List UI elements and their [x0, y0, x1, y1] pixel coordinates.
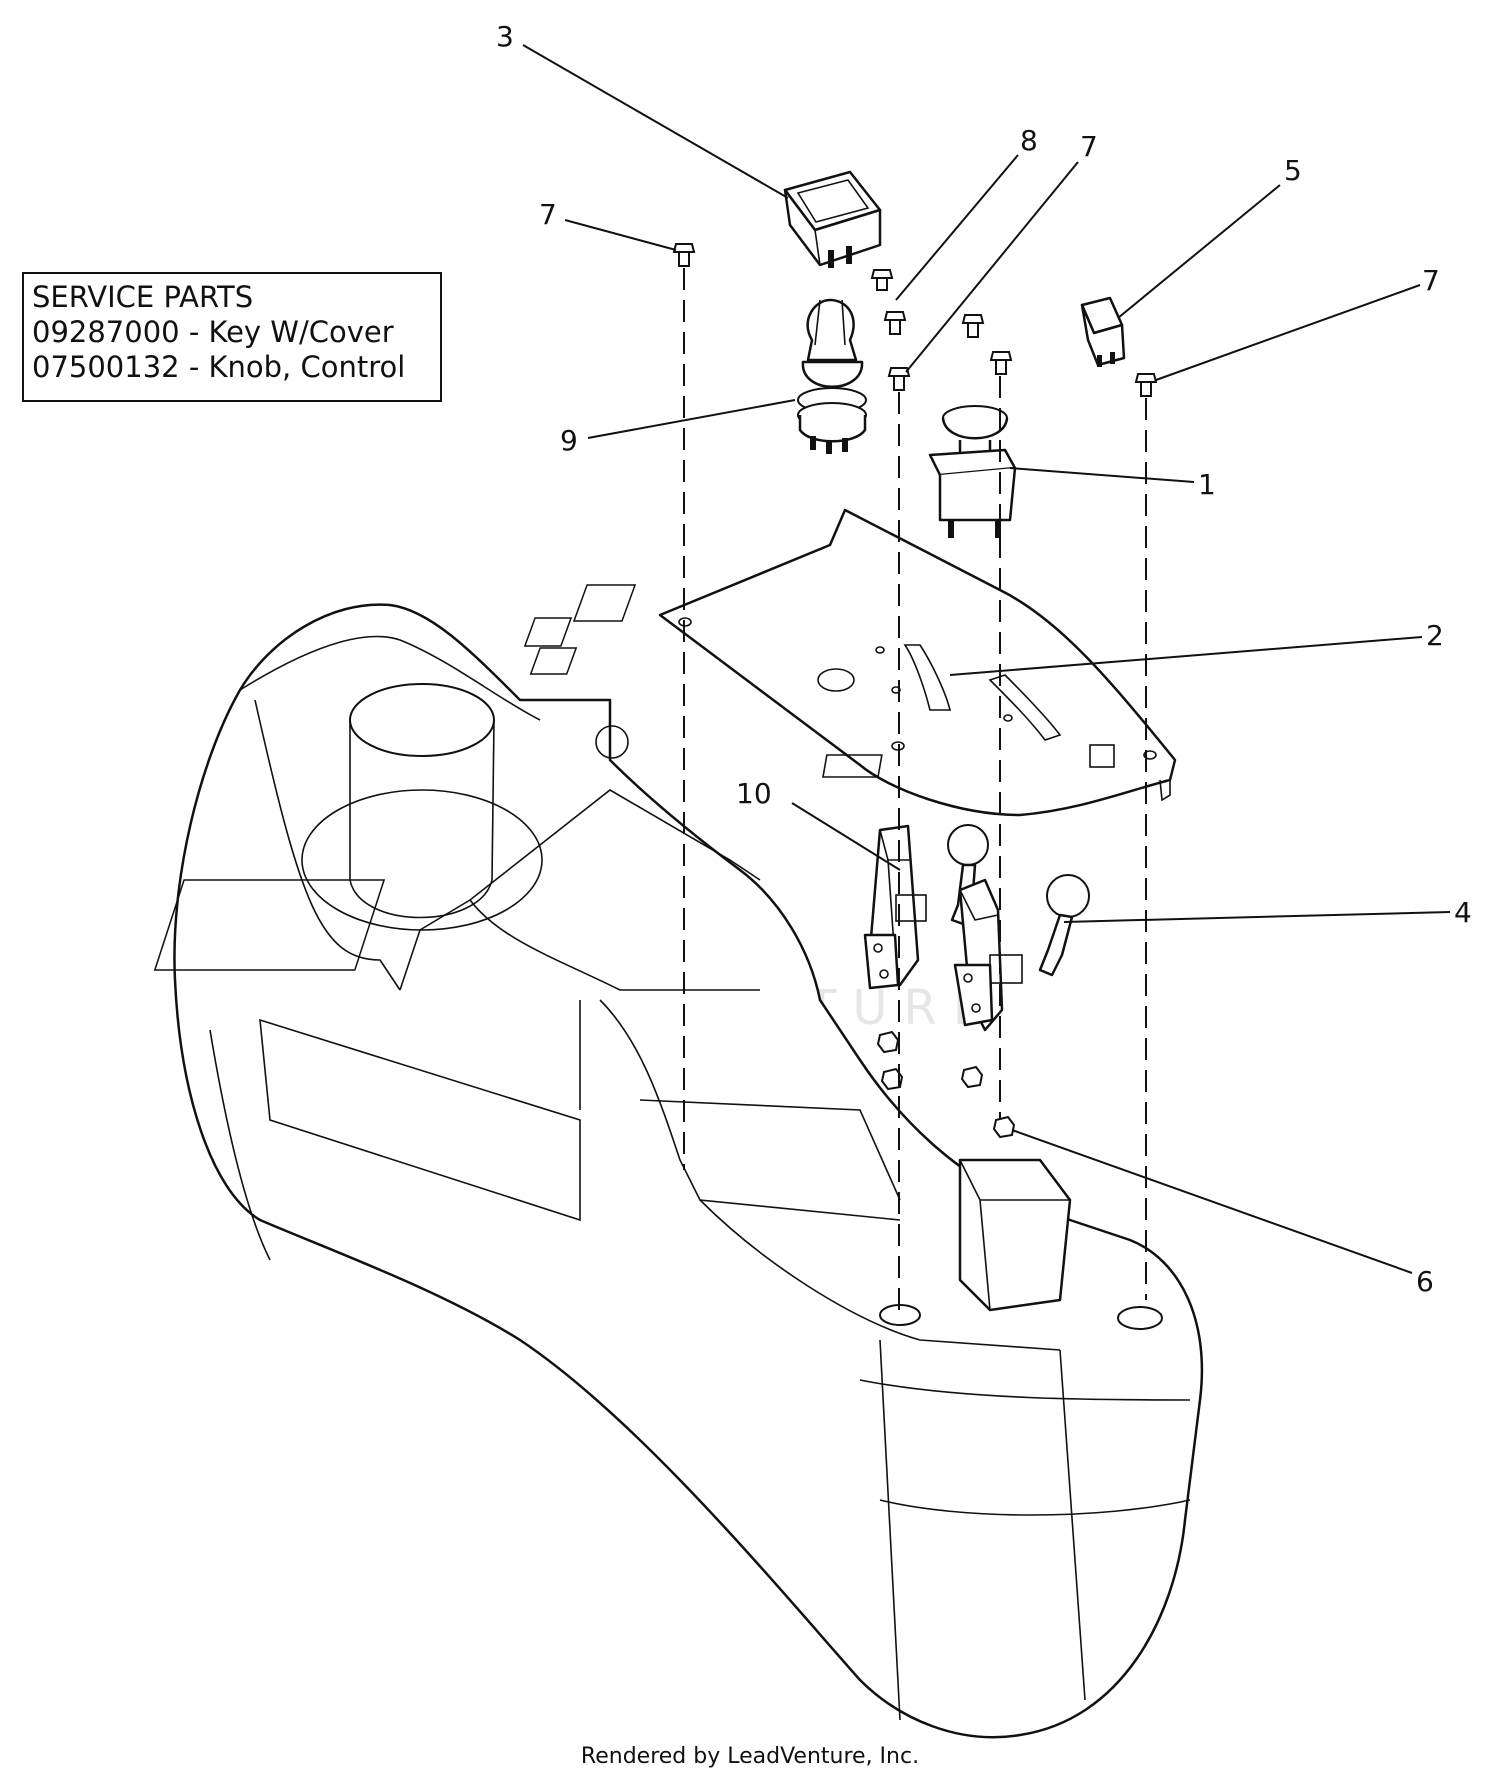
screw-8: [883, 311, 907, 335]
screw-upper-b: [961, 314, 985, 338]
callout-8: 8: [1020, 124, 1038, 157]
callout-6: 6: [1416, 1265, 1434, 1298]
callout-labels: 3 7 8 7 5 7 9 1 2 10 4 6: [496, 20, 1472, 1298]
screws: [672, 243, 1158, 397]
console-housing: [153, 603, 1204, 1739]
callout-7-right: 7: [1422, 264, 1440, 297]
service-part-line-2: 07500132 - Knob, Control: [32, 350, 406, 384]
part-4-control-lever: [953, 874, 1090, 1032]
callout-10: 10: [736, 777, 772, 810]
service-parts-box: SERVICE PARTS 09287000 - Key W/Cover 075…: [22, 272, 442, 402]
screw-upper-c: [989, 351, 1013, 375]
service-parts-title: SERVICE PARTS: [32, 280, 254, 314]
part-10-control-lever: [863, 824, 989, 990]
callout-9: 9: [560, 424, 578, 457]
part-2-mounting-plate: [523, 508, 1177, 817]
leader-lines: [522, 44, 1451, 1274]
callout-3: 3: [496, 20, 514, 53]
screw-7-left: [672, 243, 696, 267]
callout-5: 5: [1284, 154, 1302, 187]
nuts: [876, 1030, 1016, 1139]
part-5-switch: [1080, 296, 1126, 367]
part-3-switch: [783, 170, 882, 268]
part-9-key-switch: [797, 298, 867, 454]
service-part-line-1: 09287000 - Key W/Cover: [32, 315, 394, 349]
callout-4: 4: [1454, 896, 1472, 929]
assembly-lines: [683, 268, 1147, 1310]
callout-1: 1: [1198, 468, 1216, 501]
footer-credit: Rendered by LeadVenture, Inc.: [580, 1744, 920, 1769]
screw-7-right: [1134, 373, 1158, 397]
callout-2: 2: [1426, 619, 1444, 652]
part-1-pto-switch: [928, 405, 1017, 538]
callout-7-middle: 7: [1080, 130, 1098, 163]
callout-7-left: 7: [539, 198, 557, 231]
screw-7-middle: [887, 367, 911, 391]
screw-upper-a: [870, 269, 894, 291]
